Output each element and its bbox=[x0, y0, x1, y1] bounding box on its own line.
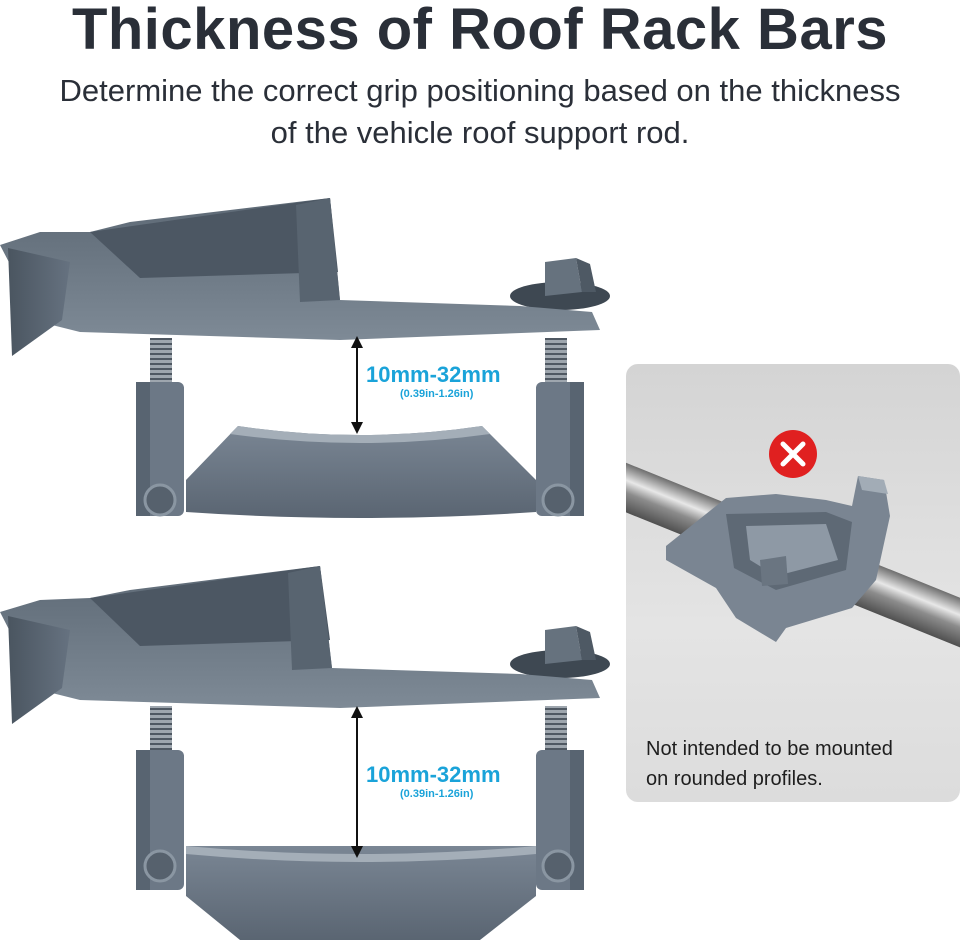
page-subtitle: Determine the correct grip positioning b… bbox=[0, 70, 960, 154]
page-title: Thickness of Roof Rack Bars bbox=[71, 0, 889, 62]
clamp-top-screw-right bbox=[545, 338, 567, 386]
clamp-bottom-screw-right bbox=[545, 706, 567, 754]
clamp-bottom-knob bbox=[510, 626, 610, 678]
subtitle-line-1: Determine the correct grip positioning b… bbox=[59, 73, 901, 108]
clamp-top-range-label: 10mm-32mm (0.39in-1.26in) bbox=[366, 362, 501, 400]
clamp-top-jaw bbox=[186, 426, 536, 518]
clamp-top-range: 10mm-32mm bbox=[366, 362, 501, 387]
clamp-top bbox=[0, 198, 610, 518]
clamp-bottom-screw-left bbox=[150, 706, 172, 754]
x-circle-icon bbox=[769, 430, 817, 478]
round-rod-illustration bbox=[626, 430, 960, 657]
warning-text-line-1: Not intended to be mounted bbox=[646, 738, 893, 760]
clamp-bottom-range-imperial: (0.39in-1.26in) bbox=[400, 788, 474, 800]
clamp-bottom-range: 10mm-32mm bbox=[366, 762, 501, 787]
warning-text-line-2: on rounded profiles. bbox=[646, 768, 823, 790]
warning-panel: Not intended to be mounted on rounded pr… bbox=[626, 364, 960, 802]
clamp-bottom-jaw bbox=[186, 846, 536, 940]
clamp-top-range-imperial: (0.39in-1.26in) bbox=[400, 388, 474, 400]
mounted-clamp bbox=[666, 476, 890, 642]
clamp-bottom-measure-arrow bbox=[351, 706, 363, 858]
clamp-top-screw-left bbox=[150, 338, 172, 386]
clamp-bottom-range-label: 10mm-32mm (0.39in-1.26in) bbox=[366, 762, 501, 800]
warning-text: Not intended to be mounted on rounded pr… bbox=[646, 734, 956, 794]
clamp-top-knob bbox=[510, 258, 610, 310]
subtitle-line-2: of the vehicle roof support rod. bbox=[270, 115, 690, 150]
clamp-top-measure-arrow bbox=[351, 336, 363, 434]
clamp-bottom bbox=[0, 566, 610, 940]
